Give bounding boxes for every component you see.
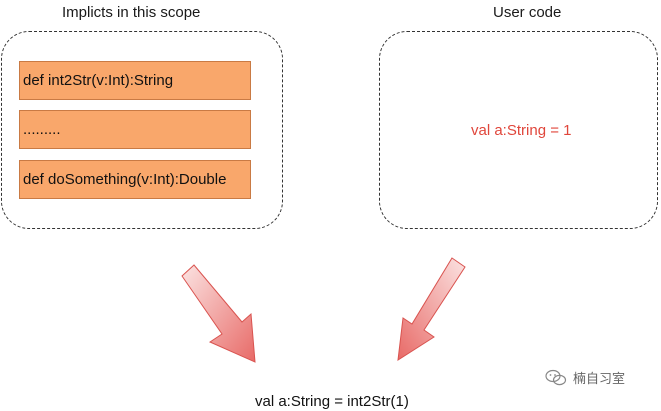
implicit-item-dosomething: def doSomething(v:Int):Double xyxy=(19,160,251,199)
right-panel-title: User code xyxy=(493,4,562,21)
arrow-right xyxy=(397,257,466,361)
implicit-item-ellipsis: ......... xyxy=(19,110,251,149)
wechat-icon xyxy=(545,369,567,385)
implicits-scope-box xyxy=(1,31,283,229)
left-panel-title: Implicts in this scope xyxy=(62,4,201,21)
result-code-line: val a:String = int2Str(1) xyxy=(255,393,409,410)
user-code-box xyxy=(379,31,658,229)
watermark-text: 楠自习室 xyxy=(573,371,626,386)
user-code-line: val a:String = 1 xyxy=(471,122,572,139)
arrow-left xyxy=(181,264,256,363)
watermark: 楠自习室 xyxy=(545,368,625,387)
implicit-item-int2str: def int2Str(v:Int):String xyxy=(19,61,251,100)
